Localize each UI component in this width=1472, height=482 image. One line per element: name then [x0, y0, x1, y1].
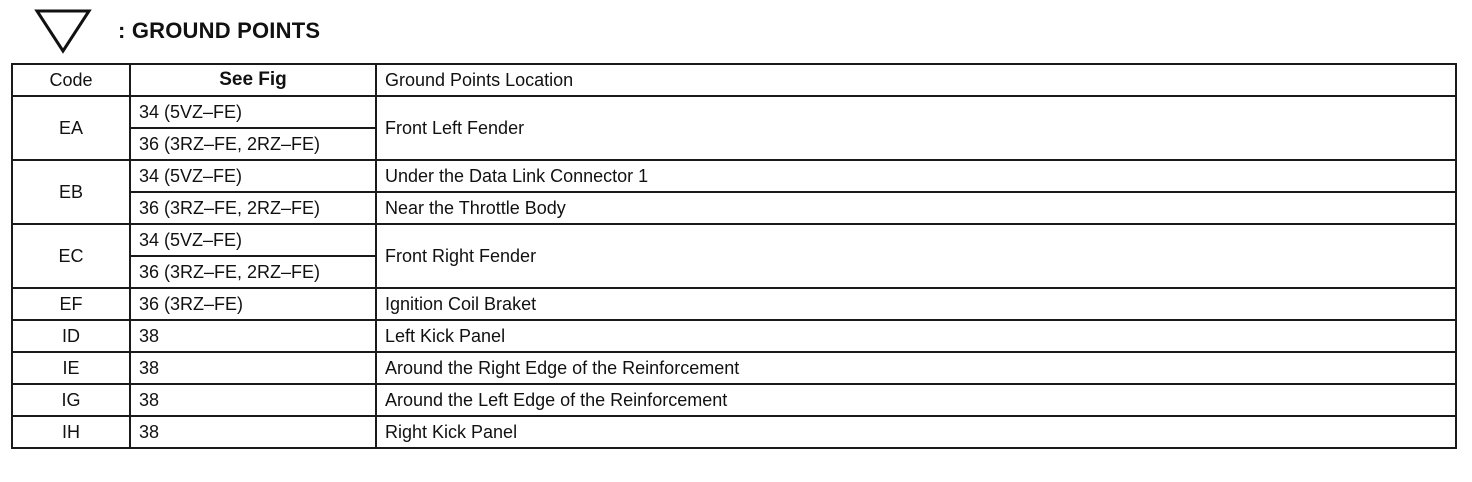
column-header-see-fig: See Fig: [129, 63, 377, 97]
cell-code: IE: [11, 351, 131, 385]
cell-see-fig: 36 (3RZ–FE, 2RZ–FE): [129, 255, 377, 289]
column-header-location: Ground Points Location: [375, 63, 1457, 97]
cell-location: Front Left Fender: [375, 95, 1457, 161]
cell-see-fig: 36 (3RZ–FE, 2RZ–FE): [129, 127, 377, 161]
cell-code: EA: [11, 95, 131, 161]
cell-location: Around the Right Edge of the Reinforceme…: [375, 351, 1457, 385]
cell-code: ID: [11, 319, 131, 353]
cell-location: Right Kick Panel: [375, 415, 1457, 449]
page-title: : GROUND POINTS: [118, 18, 321, 43]
cell-code: EC: [11, 223, 131, 289]
table-header-row: Code See Fig Ground Points Location: [11, 63, 1457, 97]
cell-location: Under the Data Link Connector 1: [375, 159, 1457, 193]
column-header-code: Code: [11, 63, 131, 97]
table-row: 36 (3RZ–FE, 2RZ–FE)Near the Throttle Bod…: [12, 191, 1457, 225]
cell-see-fig: 38: [129, 415, 377, 449]
ground-triangle-icon: [34, 9, 92, 54]
cell-location: Front Right Fender: [375, 223, 1457, 289]
cell-see-fig: 34 (5VZ–FE): [129, 95, 377, 129]
cell-see-fig: 36 (3RZ–FE): [129, 287, 377, 321]
cell-code: EB: [11, 159, 131, 225]
cell-see-fig: 38: [129, 351, 377, 385]
cell-location: Left Kick Panel: [375, 319, 1457, 353]
cell-see-fig: 38: [129, 383, 377, 417]
cell-code: IG: [11, 383, 131, 417]
cell-see-fig: 34 (5VZ–FE): [129, 223, 377, 257]
table-row: 36 (3RZ–FE, 2RZ–FE): [12, 127, 1456, 161]
cell-code: IH: [11, 415, 131, 449]
cell-see-fig: 34 (5VZ–FE): [129, 159, 377, 193]
cell-code: EF: [11, 287, 131, 321]
cell-location: Ignition Coil Braket: [375, 287, 1457, 321]
page-header: : GROUND POINTS: [34, 6, 320, 56]
cell-location: Around the Left Edge of the Reinforcemen…: [375, 383, 1457, 417]
cell-location: Near the Throttle Body: [375, 191, 1457, 225]
table-row: 36 (3RZ–FE, 2RZ–FE): [12, 255, 1456, 289]
cell-see-fig: 38: [129, 319, 377, 353]
cell-see-fig: 36 (3RZ–FE, 2RZ–FE): [129, 191, 377, 225]
